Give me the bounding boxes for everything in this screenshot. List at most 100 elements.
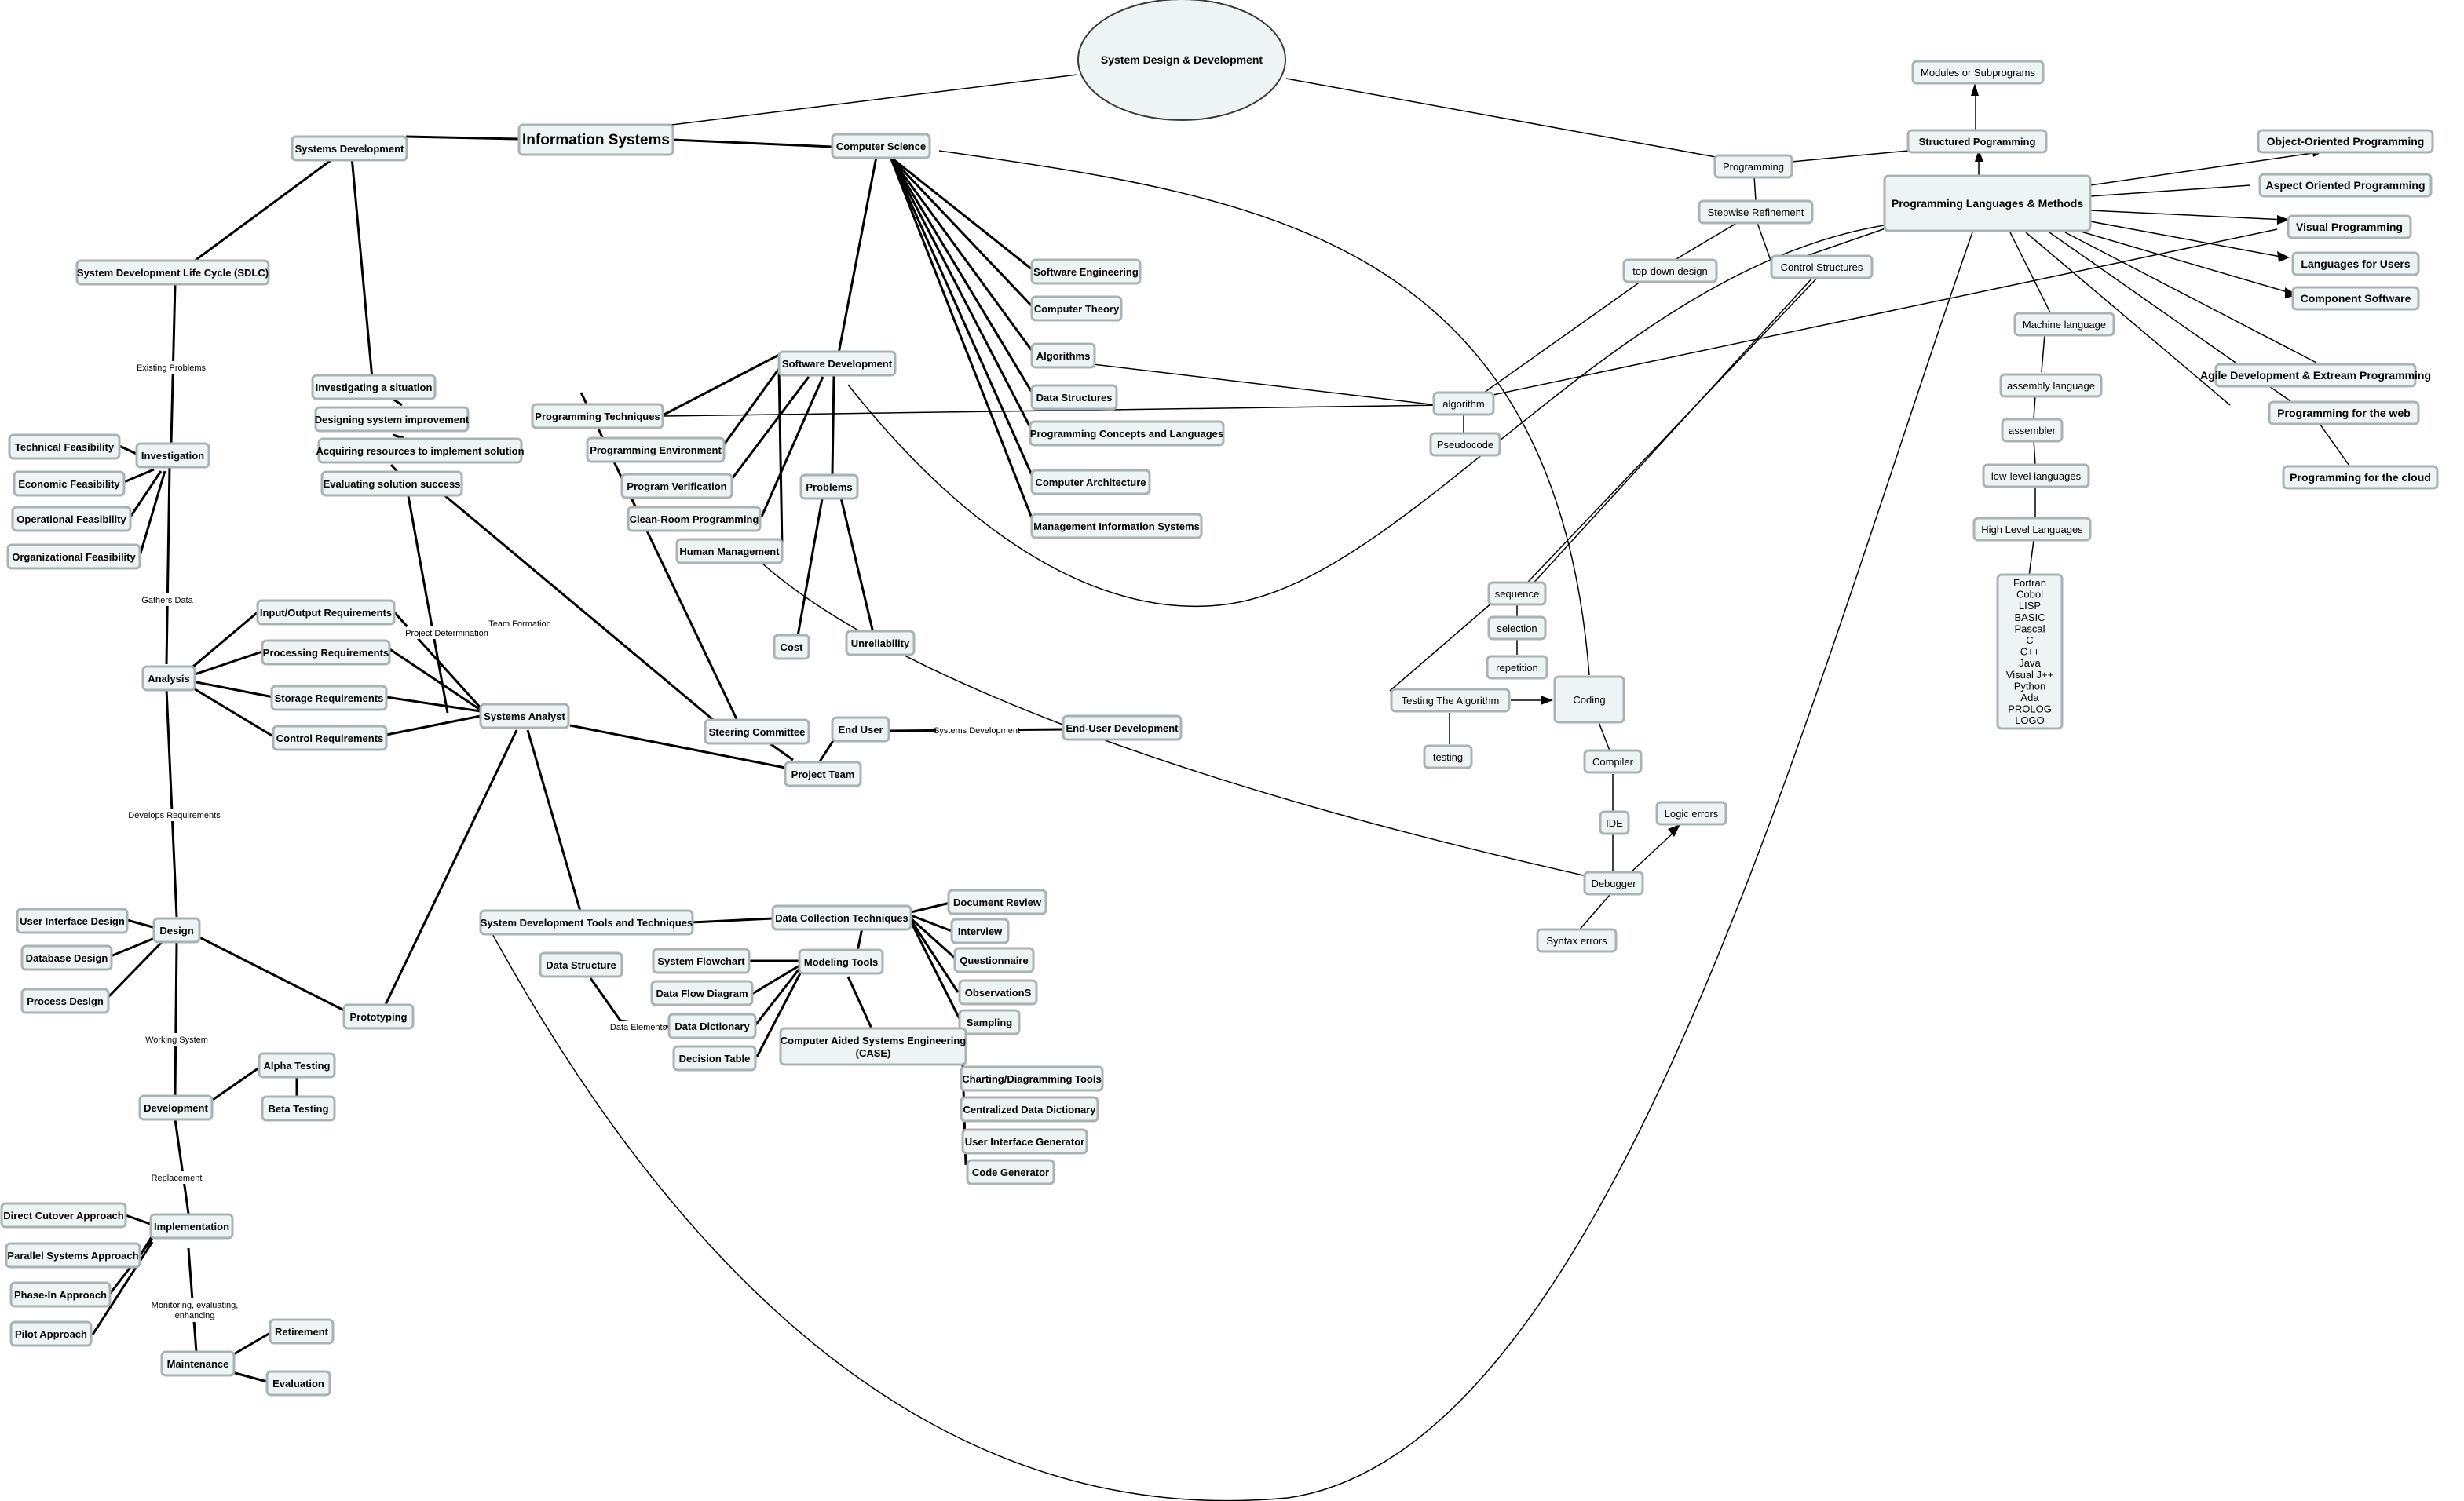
node-programming-cloud[interactable]: Programming for the cloud <box>2282 465 2439 490</box>
node-structured-programming[interactable]: Structured Pogramming <box>1906 129 2048 154</box>
node-processing-requirements[interactable]: Processing Requirements <box>261 639 391 666</box>
node-visual-programming[interactable]: Visual Programming <box>2287 214 2412 239</box>
node-centralized-dd[interactable]: Centralized Data Dictionary <box>960 1096 1099 1123</box>
node-investigating[interactable]: Investigating a situation <box>311 374 437 400</box>
node-data-structure[interactable]: Data Structure <box>539 951 623 978</box>
node-ui-design[interactable]: User Interface Design <box>16 908 129 934</box>
node-code-generator[interactable]: Code Generator <box>966 1159 1055 1185</box>
node-decision-table[interactable]: Decision Table <box>672 1045 757 1072</box>
node-coding[interactable]: Coding <box>1553 675 1625 724</box>
node-project-team[interactable]: Project Team <box>784 761 862 787</box>
node-repetition[interactable]: repetition <box>1486 655 1548 680</box>
node-programming-techniques[interactable]: Programming Techniques <box>531 403 664 429</box>
node-investigation[interactable]: Investigation <box>135 442 210 469</box>
node-stepwise-refinement[interactable]: Stepwise Refinement <box>1698 199 1814 225</box>
node-top-down[interactable]: top-down design <box>1622 258 1718 283</box>
node-aop[interactable]: Aspect Oriented Programming <box>2258 173 2433 198</box>
node-mis[interactable]: Management Information Systems <box>1030 513 1203 539</box>
node-evaluation[interactable]: Evaluation <box>265 1370 331 1397</box>
node-direct-cutover[interactable]: Direct Cutover Approach <box>0 1202 127 1229</box>
node-alpha-testing[interactable]: Alpha Testing <box>258 1052 336 1079</box>
node-low-level[interactable]: low-level languages <box>1982 463 2090 488</box>
node-sampling[interactable]: Sampling <box>958 1009 1021 1035</box>
node-observations[interactable]: ObservationS <box>958 979 1038 1006</box>
node-database-design[interactable]: Database Design <box>20 944 113 971</box>
node-ui-generator[interactable]: User Interface Generator <box>961 1128 1088 1155</box>
node-pilot[interactable]: Pilot Approach <box>9 1320 93 1347</box>
node-beta-testing[interactable]: Beta Testing <box>261 1095 336 1122</box>
node-problems[interactable]: Problems <box>799 473 859 500</box>
node-sequence[interactable]: sequence <box>1487 581 1547 606</box>
node-acquiring-resources[interactable]: Acquiring resources to implement solutio… <box>316 437 525 464</box>
node-end-user-development[interactable]: End-User Development <box>1062 714 1183 741</box>
node-information-systems[interactable]: Information Systems <box>517 123 674 156</box>
node-machine-language[interactable]: Machine language <box>2013 312 2115 337</box>
node-computer-science[interactable]: Computer Science <box>831 133 931 159</box>
node-program-verification[interactable]: Program Verification <box>620 473 733 499</box>
node-maintenance[interactable]: Maintenance <box>160 1350 236 1377</box>
node-end-user[interactable]: End User <box>831 716 890 743</box>
node-computer-theory[interactable]: Computer Theory <box>1030 295 1123 322</box>
node-control-structures[interactable]: Control Structures <box>1770 254 1874 279</box>
node-assembler[interactable]: assembler <box>2001 418 2064 443</box>
node-development[interactable]: Development <box>138 1094 214 1121</box>
node-pseudocode[interactable]: Pseudocode <box>1429 432 1501 457</box>
node-cost[interactable]: Cost <box>773 634 810 660</box>
node-modules[interactable]: Modules or Subprograms <box>1911 60 2045 85</box>
node-sdt[interactable]: System Development Tools and Techniques <box>479 909 694 936</box>
node-unreliability[interactable]: Unreliability <box>845 630 916 656</box>
node-retirement[interactable]: Retirement <box>269 1318 335 1345</box>
node-debugger[interactable]: Debugger <box>1583 871 1644 896</box>
root-node[interactable]: System Design & Development <box>1077 0 1286 121</box>
node-questionnaire[interactable]: Questionnaire <box>953 947 1035 973</box>
node-modeling-tools[interactable]: Modeling Tools <box>798 948 884 975</box>
node-charting-tools[interactable]: Charting/Diagramming Tools <box>960 1065 1104 1092</box>
node-programming[interactable]: Programming <box>1713 154 1793 179</box>
node-languages-for-users[interactable]: Languages for Users <box>2291 251 2420 276</box>
node-systems-development[interactable]: Systems Development <box>291 135 408 162</box>
node-system-flowchart[interactable]: System Flowchart <box>652 948 751 974</box>
node-designing-improvement[interactable]: Designing system improvement <box>314 406 470 433</box>
node-data-dictionary[interactable]: Data Dictionary <box>667 1013 757 1039</box>
node-compiler[interactable]: Compiler <box>1583 749 1643 774</box>
node-io-requirements[interactable]: Input/Output Requirements <box>256 599 396 626</box>
node-design[interactable]: Design <box>152 917 201 944</box>
node-testing[interactable]: testing <box>1423 744 1473 769</box>
node-control-requirements[interactable]: Control Requirements <box>272 725 388 751</box>
node-human-management[interactable]: Human Management <box>675 538 784 564</box>
node-oop[interactable]: Object-Oriented Programming <box>2257 129 2434 154</box>
node-systems-analyst[interactable]: Systems Analyst <box>479 703 570 729</box>
node-steering-committee[interactable]: Steering Committee <box>704 718 810 745</box>
node-agile[interactable]: Agile Development & Extream Programming <box>2200 363 2431 388</box>
node-implementation[interactable]: Implementation <box>149 1213 234 1240</box>
node-syntax-errors[interactable]: Syntax errors <box>1536 928 1618 953</box>
node-component-software[interactable]: Component Software <box>2291 286 2420 311</box>
node-case[interactable]: Computer Aided Systems Engineering(CASE) <box>779 1027 967 1066</box>
node-phase-in[interactable]: Phase-In Approach <box>9 1281 112 1308</box>
node-data-flow-diagram[interactable]: Data Flow Diagram <box>650 980 754 1006</box>
node-organizational-feasibility[interactable]: Organizational Feasibility <box>6 543 141 570</box>
node-sdlc[interactable]: System Development Life Cycle (SDLC) <box>75 259 270 286</box>
node-software-engineering[interactable]: Software Engineering <box>1030 258 1142 285</box>
node-data-collection[interactable]: Data Collection Techniques <box>771 904 912 931</box>
node-hll-list[interactable]: FortranCobolLISPBASICPascalCC++JavaVisua… <box>1996 573 2064 730</box>
node-document-review[interactable]: Document Review <box>947 889 1047 915</box>
node-plm[interactable]: Programming Languages & Methods <box>1883 174 2092 232</box>
node-programming-web[interactable]: Programming for the web <box>2268 400 2420 425</box>
node-high-level[interactable]: High Level Languages <box>1972 517 2092 542</box>
node-parallel-systems[interactable]: Parallel Systems Approach <box>5 1242 141 1269</box>
node-interview[interactable]: Interview <box>950 918 1010 944</box>
node-assembly-language[interactable]: assembly language <box>1999 373 2103 398</box>
node-clean-room[interactable]: Clean-Room Programming <box>627 506 762 532</box>
node-programming-concepts[interactable]: Programming Concepts and Languages <box>1029 420 1225 447</box>
node-process-design[interactable]: Process Design <box>20 988 110 1014</box>
node-algorithm[interactable]: algorithm <box>1432 391 1495 416</box>
node-operational-feasibility[interactable]: Operational Feasibility <box>11 506 132 532</box>
node-technical-feasibility[interactable]: Technical Feasibility <box>8 433 121 460</box>
node-software-development[interactable]: Software Development <box>777 350 897 377</box>
node-economic-feasibility[interactable]: Economic Feasibility <box>13 470 126 497</box>
node-data-structures[interactable]: Data Structures <box>1030 384 1118 411</box>
node-programming-environment[interactable]: Programming Environment <box>586 436 726 463</box>
node-algorithms[interactable]: Algorithms <box>1030 342 1096 369</box>
node-storage-requirements[interactable]: Storage Requirements <box>270 685 388 711</box>
